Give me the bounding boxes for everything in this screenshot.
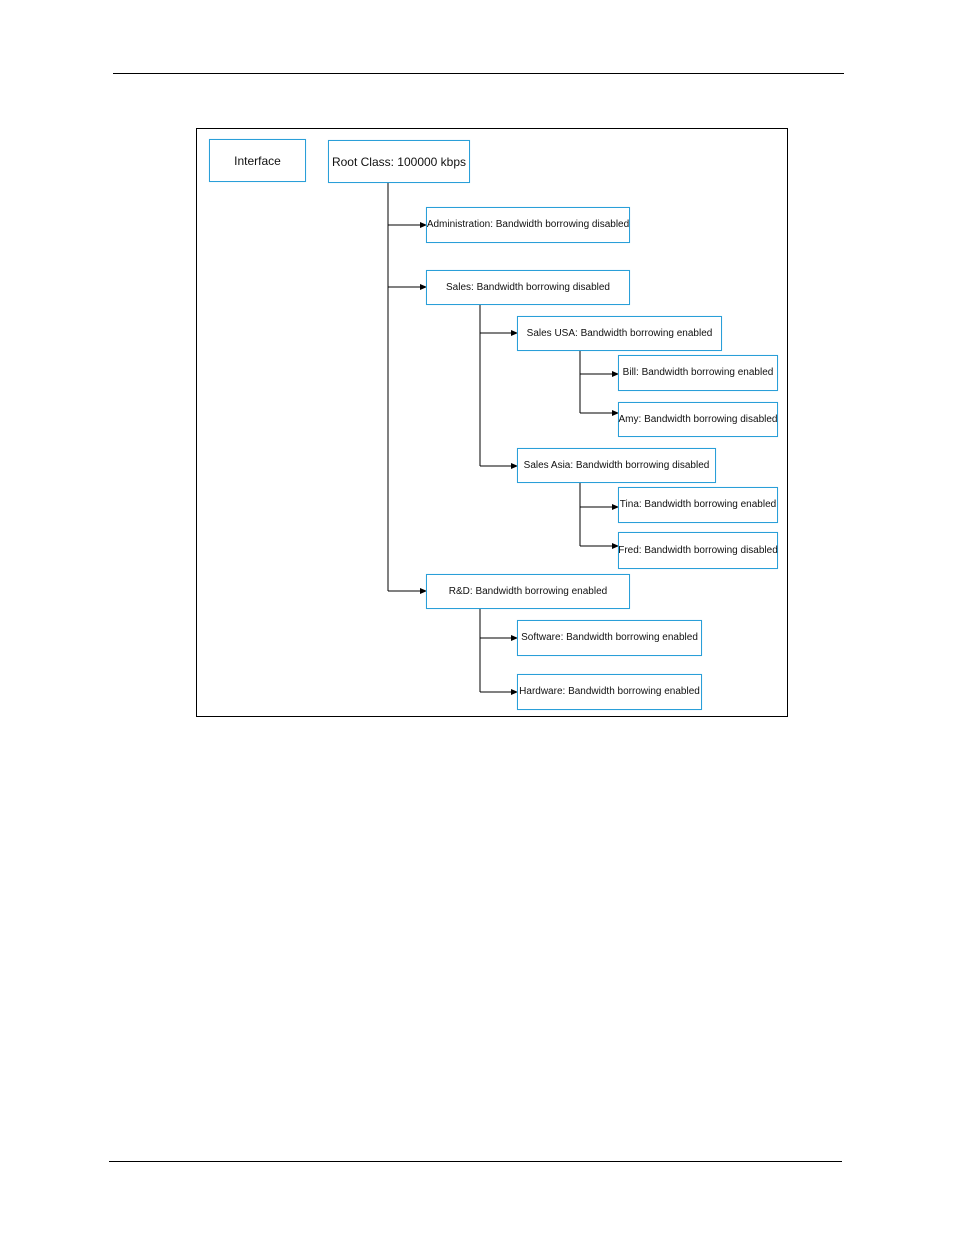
software-label: Software: Bandwidth borrowing enabled — [521, 632, 698, 643]
interface-label: Interface — [234, 153, 281, 168]
hierarchy-diagram-frame: Interface Root Class: 100000 kbps Admini… — [196, 128, 788, 717]
hardware-label: Hardware: Bandwidth borrowing enabled — [519, 686, 700, 697]
rnd-label: R&D: Bandwidth borrowing enabled — [448, 585, 608, 597]
sales-usa-box: Sales USA: Bandwidth borrowing enabled — [517, 316, 722, 351]
amy-box: Amy: Bandwidth borrowing disabled — [618, 402, 778, 437]
bill-label: Bill: Bandwidth borrowing enabled — [622, 367, 774, 378]
interface-box: Interface — [209, 139, 306, 182]
sales-box: Sales: Bandwidth borrowing disabled — [426, 270, 630, 305]
header-rule — [113, 73, 844, 74]
amy-label: Amy: Bandwidth borrowing disabled — [618, 413, 778, 425]
root-class-box: Root Class: 100000 kbps — [328, 140, 470, 183]
bill-box: Bill: Bandwidth borrowing enabled — [618, 355, 778, 391]
sales-label: Sales: Bandwidth borrowing disabled — [446, 281, 610, 293]
sales-asia-label: Sales Asia: Bandwidth borrowing disabled — [523, 459, 710, 471]
hardware-box: Hardware: Bandwidth borrowing enabled — [517, 674, 702, 710]
rnd-box: R&D: Bandwidth borrowing enabled — [426, 574, 630, 609]
administration-label: Administration: Bandwidth borrowing disa… — [426, 219, 630, 230]
sales-asia-box: Sales Asia: Bandwidth borrowing disabled — [517, 448, 716, 483]
sales-usa-label: Sales USA: Bandwidth borrowing enabled — [526, 327, 713, 339]
footer-rule — [109, 1161, 842, 1162]
fred-label: Fred: Bandwidth borrowing disabled — [618, 544, 778, 556]
root-class-label: Root Class: 100000 kbps — [331, 154, 467, 169]
fred-box: Fred: Bandwidth borrowing disabled — [618, 532, 778, 569]
connector-lines — [387, 183, 619, 695]
software-box: Software: Bandwidth borrowing enabled — [517, 620, 702, 656]
administration-box: Administration: Bandwidth borrowing disa… — [426, 207, 630, 243]
tina-label: Tina: Bandwidth borrowing enabled — [619, 499, 777, 510]
tina-box: Tina: Bandwidth borrowing enabled — [618, 487, 778, 523]
